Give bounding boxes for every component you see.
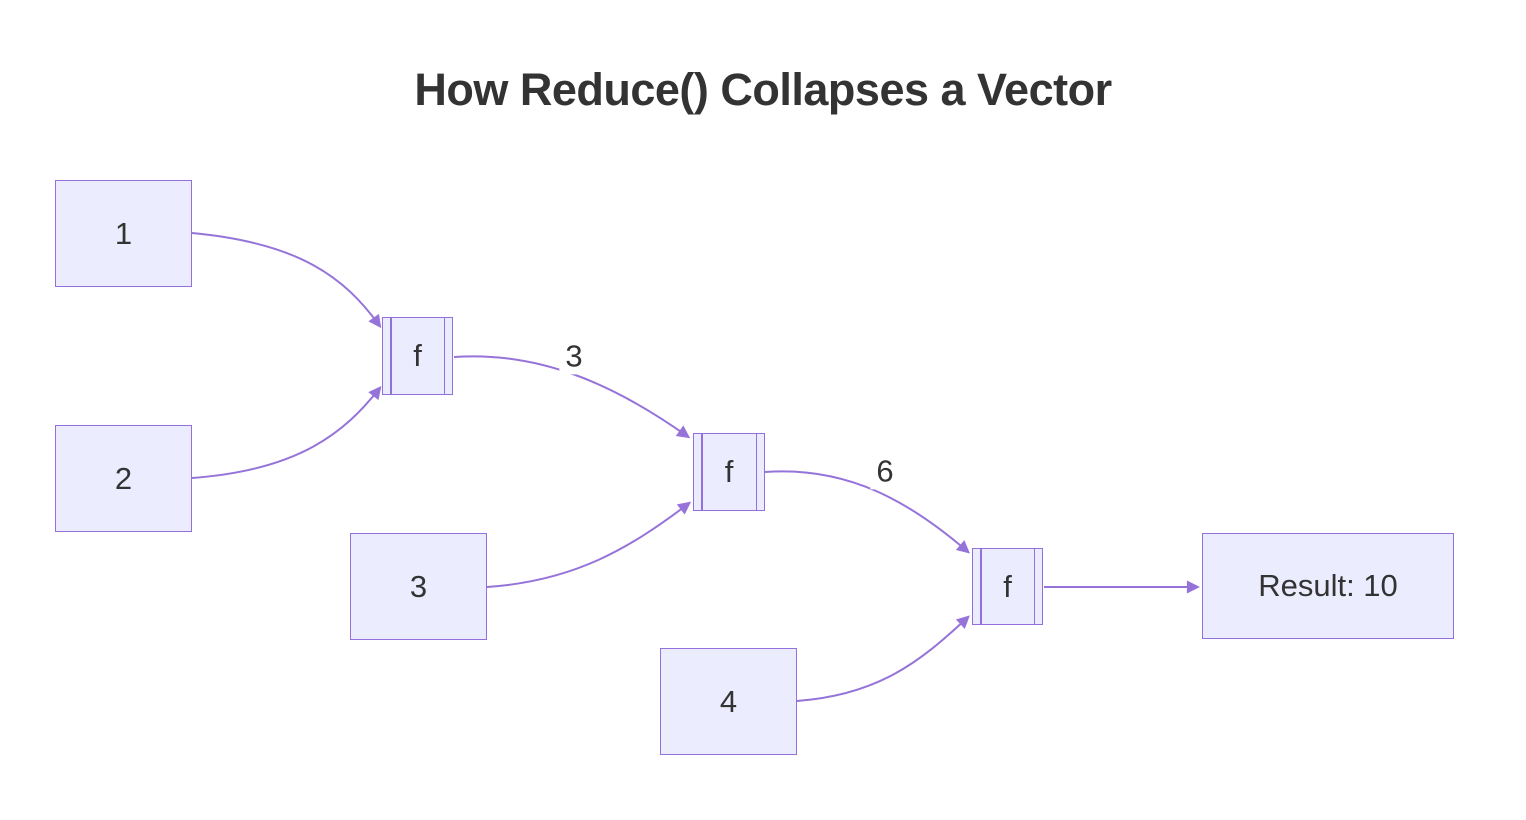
node-value-1: 1 — [55, 180, 192, 287]
node-label: Result: 10 — [1258, 568, 1398, 603]
node-label: 1 — [114, 215, 133, 251]
node-value-2: 2 — [55, 425, 192, 532]
node-fn-f1: f — [382, 317, 453, 395]
edge-label-intermediate-3: 3 — [559, 337, 589, 375]
edge-f2-to-f3 — [764, 470, 970, 554]
edge-n2-to-f1 — [191, 385, 382, 479]
node-label: f — [1003, 568, 1012, 604]
node-value-4: 4 — [660, 648, 797, 755]
node-value-3: 3 — [350, 533, 487, 640]
node-label: 4 — [719, 683, 738, 719]
diagram-title: How Reduce() Collapses a Vector — [414, 64, 1112, 115]
node-fn-f3: f — [972, 548, 1043, 625]
node-label: 3 — [409, 568, 428, 604]
node-result: Result: 10 — [1202, 533, 1454, 639]
edge-n1-to-f1 — [191, 232, 382, 329]
node-label: 2 — [114, 460, 133, 496]
edge-f1-to-f2 — [453, 355, 691, 439]
node-fn-f2: f — [693, 433, 765, 511]
node-label: f — [413, 338, 422, 373]
edge-label-intermediate-6: 6 — [870, 452, 900, 490]
node-label: f — [724, 454, 734, 489]
edge-n4-to-f3 — [796, 615, 970, 702]
edge-n3-to-f2 — [486, 501, 692, 588]
